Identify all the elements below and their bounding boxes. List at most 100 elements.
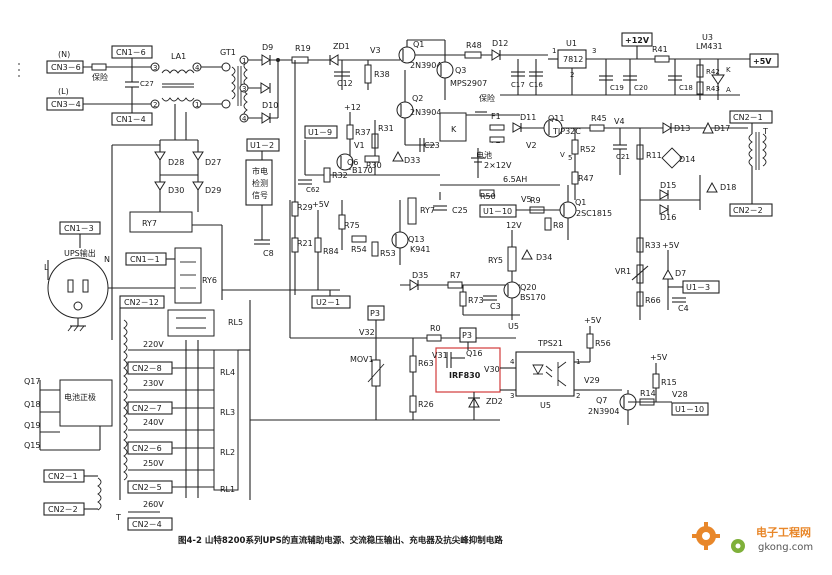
v4-label: V4 bbox=[614, 117, 625, 126]
r31-label: R31 bbox=[378, 124, 394, 133]
connector-p3-mid-label: P3 bbox=[462, 331, 472, 340]
q1-type-label: 2N3904 bbox=[410, 61, 441, 70]
r19-label: R19 bbox=[295, 44, 311, 53]
c20-label: C20 bbox=[634, 84, 648, 92]
relay-k bbox=[439, 112, 467, 142]
connector-u1-10-mid-label: U1－10 bbox=[483, 207, 512, 216]
page-edge-marks bbox=[18, 63, 20, 77]
watermark-domain: gkong.com bbox=[758, 542, 813, 553]
u1-part-label: 7812 bbox=[563, 55, 583, 64]
r52-label: R52 bbox=[580, 145, 596, 154]
relay-driver-section: U1－2 市电 检测 信号 C8 R29 R21 +5V R84 R75 R54… bbox=[245, 138, 720, 320]
transformer-t-left-label: T bbox=[115, 513, 121, 522]
gear-icon bbox=[692, 522, 720, 550]
r38-label: R38 bbox=[374, 70, 390, 79]
r8-label: R8 bbox=[553, 221, 564, 230]
relay-k-label: K bbox=[451, 125, 457, 134]
r0-label: R0 bbox=[430, 324, 441, 333]
mov1-label: MOV1 bbox=[350, 355, 374, 364]
r75-label: R75 bbox=[344, 221, 360, 230]
d13-label: D13 bbox=[674, 124, 690, 133]
irf830-label: IRF830 bbox=[449, 371, 481, 380]
gt1-label: GT1 bbox=[220, 48, 236, 57]
svg-text:K: K bbox=[726, 66, 731, 74]
v31-label: V31 bbox=[432, 351, 448, 360]
fuse2-label: 保险 bbox=[479, 93, 495, 103]
connector-u1-10-mid bbox=[479, 204, 517, 218]
c12-label: C12 bbox=[337, 79, 353, 88]
connector-u1-10-right bbox=[671, 402, 709, 416]
zd2-label: ZD2 bbox=[486, 397, 503, 406]
c27-label: C27 bbox=[140, 80, 154, 88]
connector-u1-10-right-label: U1－10 bbox=[675, 405, 704, 414]
r7-label: R7 bbox=[450, 271, 461, 280]
connector-cn2-4 bbox=[127, 517, 173, 531]
svg-text:A: A bbox=[726, 86, 731, 94]
relay-ry7-coil bbox=[407, 197, 417, 225]
connector-u1-9-label: U1－9 bbox=[308, 128, 332, 137]
la1-label: LA1 bbox=[171, 52, 186, 61]
rl4-label: RL4 bbox=[220, 368, 235, 377]
plus12-label: +12 bbox=[344, 103, 361, 112]
r54-label: R54 bbox=[351, 245, 367, 254]
u5-label: U5 bbox=[540, 401, 551, 410]
figure-caption: 图4-2 山特8200系列UPS的直流辅助电源、交流稳压输出、充电器及抗尖峰抑制… bbox=[178, 535, 503, 546]
r43-label: R43 bbox=[706, 85, 720, 93]
relay-ry6 bbox=[174, 247, 202, 304]
connector-u1-2 bbox=[246, 138, 280, 152]
plus5v-a-label: +5V bbox=[584, 316, 602, 325]
plus12v-label: +12V bbox=[625, 36, 650, 45]
connector-cn2-1-left-label: CN2－1 bbox=[48, 472, 78, 481]
r50-label: R50 bbox=[480, 192, 496, 201]
tps21-label: TPS21 bbox=[537, 339, 563, 348]
q16-label: Q16 bbox=[466, 349, 482, 358]
r32-label: R32 bbox=[332, 171, 348, 180]
d17-label: D17 bbox=[714, 124, 730, 133]
connector-u1-2-label: U1－2 bbox=[250, 141, 274, 150]
svg-text:3: 3 bbox=[510, 392, 514, 400]
q3-label: Q3 bbox=[455, 66, 466, 75]
d28-label: D28 bbox=[168, 158, 184, 167]
relay-rl5 bbox=[167, 309, 215, 337]
fuse-label: 保险 bbox=[92, 72, 108, 82]
relay-bank-rl1-rl4 bbox=[213, 349, 239, 491]
d33-label: D33 bbox=[404, 156, 420, 165]
c19-label: C19 bbox=[610, 84, 624, 92]
socket-l-label: L bbox=[44, 263, 49, 272]
r29-label: R29 bbox=[297, 203, 313, 212]
q1-label: Q1 bbox=[413, 40, 424, 49]
svg-text:2: 2 bbox=[153, 101, 157, 109]
ac-input-section: CN3－6 CN3－4 (N) (L) 保险 CN1－6 CN1－4 C27 L… bbox=[46, 43, 290, 126]
c16-label: C16 bbox=[529, 81, 543, 89]
q7-type-label: 2N3904 bbox=[588, 407, 619, 416]
mains-detect-label-3: 信号 bbox=[252, 190, 268, 200]
r45-label: R45 bbox=[591, 114, 607, 123]
v30-label: V30 bbox=[484, 365, 500, 374]
r48-label: R48 bbox=[466, 41, 482, 50]
r15-label: R15 bbox=[661, 378, 677, 387]
c17-label: C17 bbox=[511, 81, 525, 89]
plus5v-mid-label: +5V bbox=[312, 200, 330, 209]
transformer-t-right-label: T bbox=[762, 127, 768, 136]
ry6-label: RY6 bbox=[202, 276, 217, 285]
v5-label: V5 bbox=[521, 195, 532, 204]
connector-u2-1 bbox=[311, 295, 351, 309]
socket-n-label: N bbox=[104, 255, 110, 264]
d35-label: D35 bbox=[412, 271, 428, 280]
b170-label: B170 bbox=[352, 166, 373, 175]
connector-cn2-5-label: CN2－5 bbox=[132, 483, 162, 492]
r56-label: R56 bbox=[595, 339, 611, 348]
spike-suppression-section: U2－1 D35 R7 R73 C3 Q20 BS170 U5 P3 V32 R… bbox=[222, 200, 546, 421]
connector-cn2-2-left-label: CN2－2 bbox=[48, 505, 78, 514]
d14-label: D14 bbox=[679, 155, 695, 164]
plus5v-b-label: +5V bbox=[650, 353, 668, 362]
connector-cn2-8-label: CN2－8 bbox=[132, 364, 162, 373]
12v-label: 12V bbox=[506, 221, 522, 230]
u1-label: U1 bbox=[566, 39, 577, 48]
mains-detect-label-2: 检测 bbox=[252, 178, 268, 188]
connector-cn1-1-label: CN1－1 bbox=[130, 255, 160, 264]
small-gear-icon bbox=[731, 539, 745, 553]
battery-ah-label: 6.5AH bbox=[503, 175, 527, 184]
svg-text:3: 3 bbox=[153, 64, 157, 72]
v2-label: V2 bbox=[526, 141, 537, 150]
